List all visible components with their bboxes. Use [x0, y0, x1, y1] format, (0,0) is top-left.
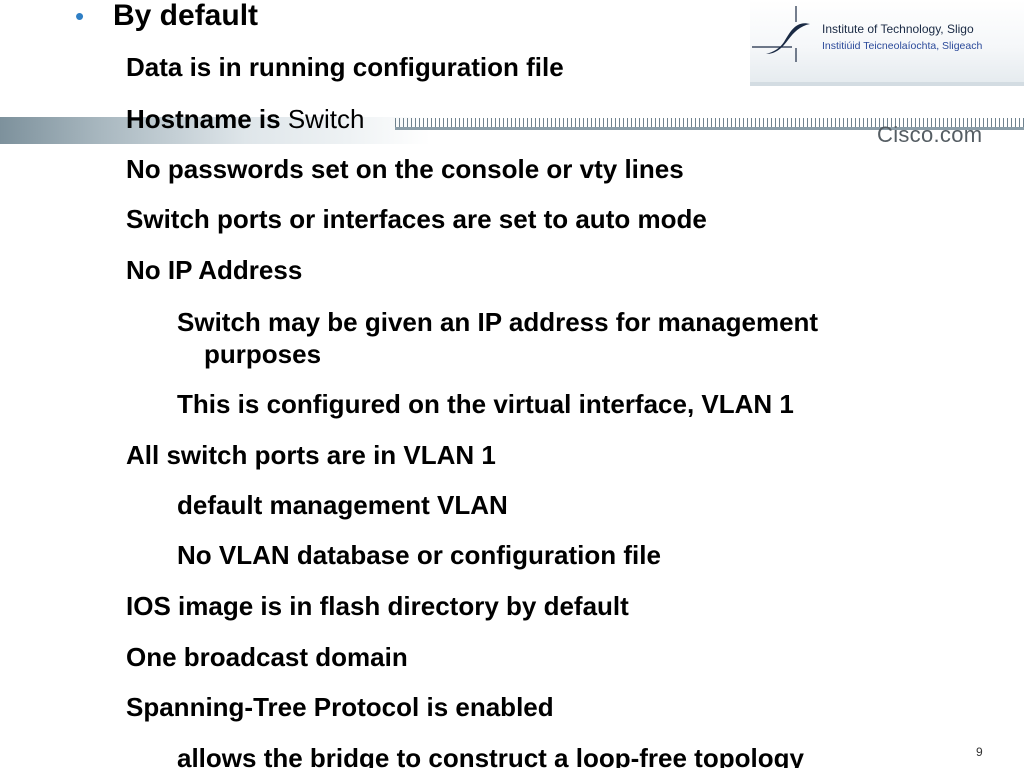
ip-management-line1: Switch may be given an IP address for ma…	[177, 307, 819, 337]
cisco-brand-text: Cisco.com	[877, 122, 983, 147]
page-number: 9	[976, 745, 983, 759]
bullet-icon: •	[75, 1, 85, 31]
header-stripe-ticks	[395, 118, 1024, 128]
header-stripe-underline	[395, 127, 1024, 130]
list-subitem: allows the bridge to construct a loop-fr…	[177, 743, 804, 768]
slide-heading: By default	[113, 0, 259, 32]
list-subitem: This is configured on the virtual interf…	[177, 389, 794, 419]
list-item: Switch ports or interfaces are set to au…	[126, 204, 707, 234]
list-item: All switch ports are in VLAN 1	[126, 440, 496, 470]
list-item: No IP Address	[126, 255, 303, 285]
hostname-value: Switch	[287, 104, 365, 134]
institute-logo-swoosh-icon	[752, 6, 810, 62]
hostname-label: Hostname is	[126, 104, 281, 134]
list-item: No passwords set on the console or vty l…	[126, 154, 684, 184]
list-subitem: default management VLAN	[177, 490, 508, 520]
institute-name-irish: Institiúid Teicneolaíochta, Sligeach	[822, 40, 983, 52]
list-subitem-ip-management: Switch may be given an IP address for ma…	[177, 306, 977, 370]
list-item: Data is in running configuration file	[126, 52, 564, 82]
list-item-hostname: Hostname is Switch	[126, 104, 364, 134]
list-item: One broadcast domain	[126, 642, 408, 672]
list-subitem: No VLAN database or configuration file	[177, 540, 661, 570]
ip-management-line2: purposes	[204, 339, 322, 369]
list-item: IOS image is in flash directory by defau…	[126, 591, 629, 621]
list-item: Spanning-Tree Protocol is enabled	[126, 692, 554, 722]
institute-name: Institute of Technology, Sligo	[822, 22, 974, 36]
